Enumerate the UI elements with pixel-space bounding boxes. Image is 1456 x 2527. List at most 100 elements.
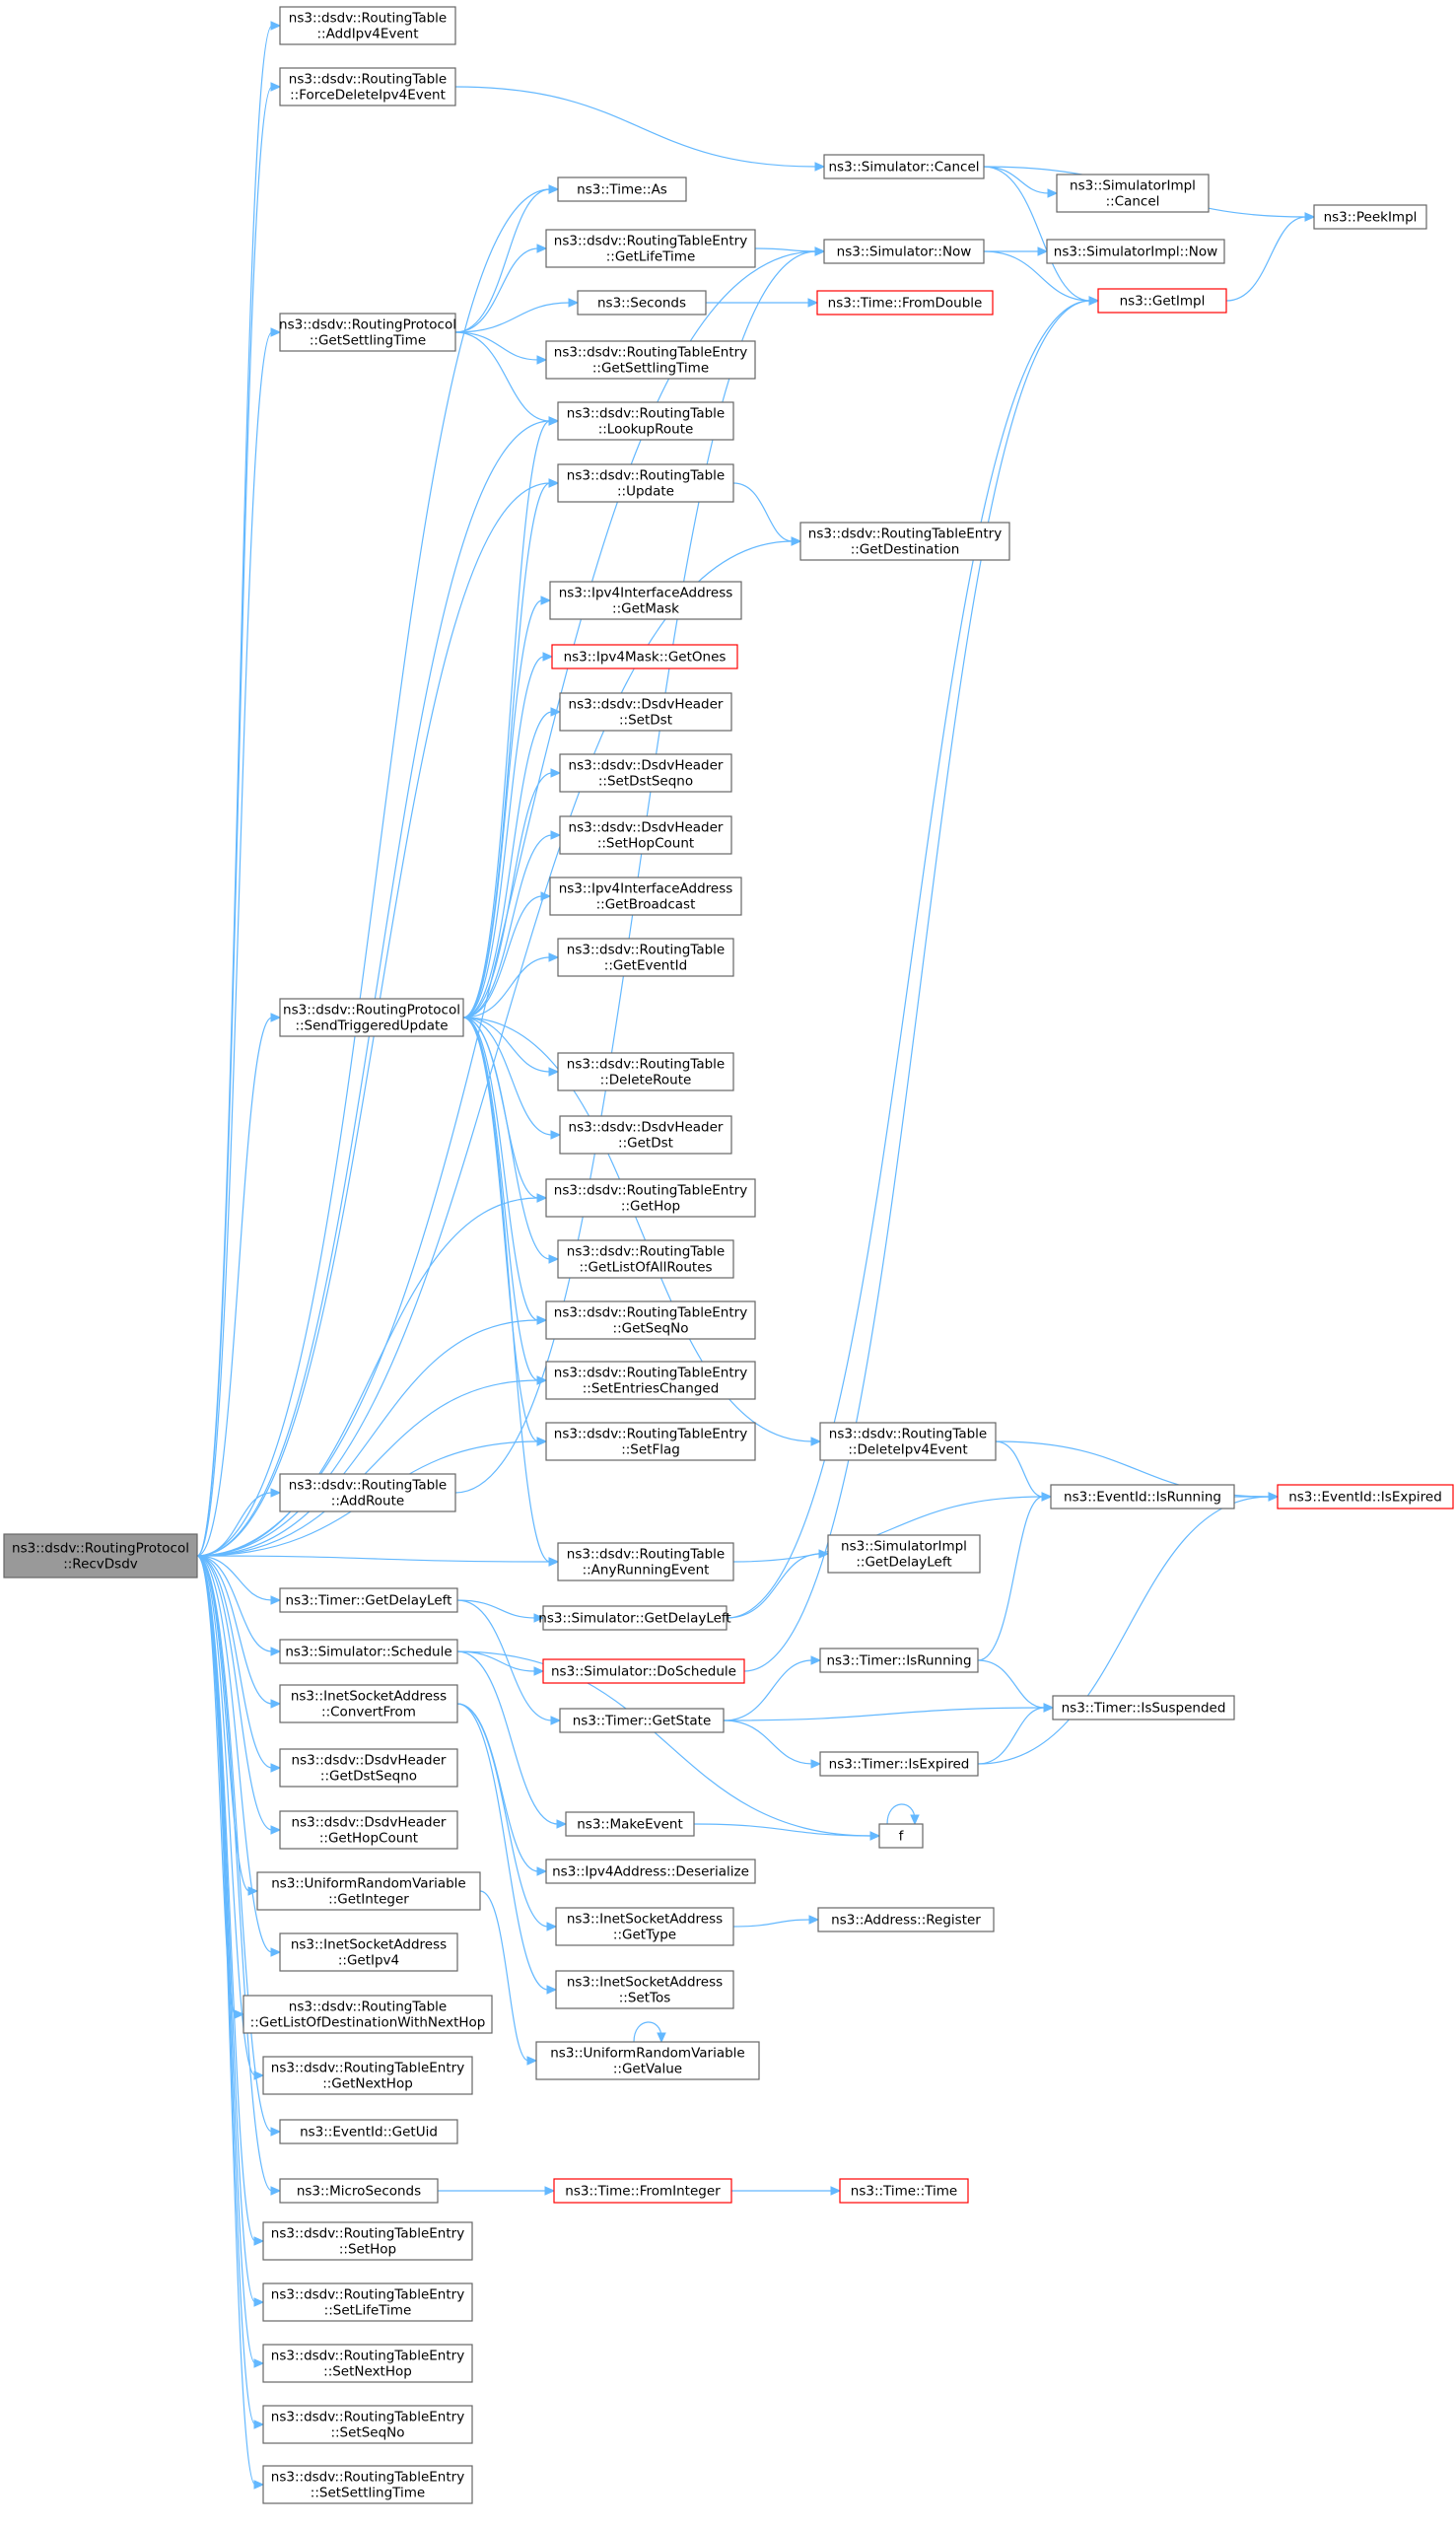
node-rte-setsettling[interactable]: ns3::dsdv::RoutingTableEntry::SetSettlin… [262, 2465, 473, 2504]
node-dh-sethopcount[interactable]: ns3::dsdv::DsdvHeader::SetHopCount [559, 815, 732, 855]
node-rte-setnexthop[interactable]: ns3::dsdv::RoutingTableEntry::SetNextHop [262, 2344, 473, 2383]
node-box [559, 815, 732, 855]
node-inet-gettype[interactable]: ns3::InetSocketAddress::GetType [555, 1907, 734, 1946]
node-rte-setseqno[interactable]: ns3::dsdv::RoutingTableEntry::SetSeqNo [262, 2405, 473, 2444]
edge-arrowhead [568, 298, 580, 308]
node-rte-getseqno[interactable]: ns3::dsdv::RoutingTableEntry::GetSeqNo [545, 1300, 756, 1340]
node-rt-lookup[interactable]: ns3::dsdv::RoutingTable::LookupRoute [557, 401, 734, 441]
node-label: ns3::Address::Register [831, 1913, 981, 1929]
node-sim-now[interactable]: ns3::Simulator::Now [823, 239, 985, 264]
call-edge-timer_getstate-to-timer_isrunning [723, 1655, 822, 1721]
edge-line [454, 331, 551, 422]
node-eid-isrunning[interactable]: ns3::EventId::IsRunning [1050, 1484, 1235, 1509]
node-rte-setentries[interactable]: ns3::dsdv::RoutingTableEntry::SetEntries… [545, 1361, 756, 1400]
node-rt-geteventid[interactable]: ns3::dsdv::RoutingTable::GetEventId [557, 938, 734, 977]
node-peekimpl[interactable]: ns3::PeekImpl [1313, 204, 1427, 230]
node-sim-cancel[interactable]: ns3::Simulator::Cancel [823, 154, 985, 179]
node-rt-update[interactable]: ns3::dsdv::RoutingTable::Update [557, 463, 734, 503]
node-box [549, 581, 742, 620]
node-dh-setdstseqno[interactable]: ns3::dsdv::DsdvHeader::SetDstSeqno [559, 753, 732, 793]
node-rt-getlistdest[interactable]: ns3::dsdv::RoutingTable::GetListOfDestin… [243, 1995, 493, 2034]
node-label: ::DeleteIpv4Event [848, 1442, 967, 1458]
node-inet-getipv4[interactable]: ns3::InetSocketAddress::GetIpv4 [279, 1932, 458, 1972]
edge-arrowhead [1088, 296, 1100, 306]
node-rt-addroute[interactable]: ns3::dsdv::RoutingTable::AddRoute [279, 1473, 456, 1512]
node-time-as[interactable]: ns3::Time::As [557, 176, 687, 202]
node-dh-getdst[interactable]: ns3::dsdv::DsdvHeader::GetDst [559, 1115, 732, 1155]
node-eid-getuid[interactable]: ns3::EventId::GetUid [279, 2119, 458, 2144]
node-box [279, 6, 456, 45]
node-box [279, 998, 464, 1037]
node-timer-isrunning[interactable]: ns3::Timer::IsRunning [819, 1648, 979, 1673]
node-rt-forcedel[interactable]: ns3::dsdv::RoutingTable::ForceDeleteIpv4… [279, 67, 456, 106]
edge-arrowhead [810, 1437, 822, 1446]
node-rte-getdest[interactable]: ns3::dsdv::RoutingTableEntry::GetDestina… [799, 522, 1010, 561]
edge-arrowhead [270, 1013, 282, 1022]
node-simimpl-cancel[interactable]: ns3::SimulatorImpl::Cancel [1056, 174, 1210, 213]
node-f[interactable]: f [878, 1823, 924, 1849]
edge-arrowhead [550, 707, 562, 717]
node-rt-deleteroute[interactable]: ns3::dsdv::RoutingTable::DeleteRoute [557, 1052, 734, 1091]
edge-arrowhead [270, 2186, 282, 2196]
node-ipv4-deser[interactable]: ns3::Ipv4Address::Deserialize [545, 1859, 756, 1884]
node-box [1050, 1484, 1235, 1509]
node-seconds[interactable]: ns3::Seconds [577, 290, 707, 316]
call-edge-microseconds-to-time_fromint [438, 2186, 556, 2196]
node-label: ::GetDst [618, 1136, 673, 1152]
node-rte-getnexthop[interactable]: ns3::dsdv::RoutingTableEntry::GetNextHop [262, 2056, 473, 2095]
edge-arrowhead [270, 1825, 282, 1835]
node-inet-convert[interactable]: ns3::InetSocketAddress::ConvertFrom [279, 1684, 458, 1723]
node-iia-getmask[interactable]: ns3::Ipv4InterfaceAddress::GetMask [549, 581, 742, 620]
node-box [256, 1871, 481, 1911]
node-getimpl[interactable]: ns3::GetImpl [1097, 288, 1227, 314]
node-rte-sethop[interactable]: ns3::dsdv::RoutingTableEntry::SetHop [262, 2221, 473, 2261]
node-rt-delipv4[interactable]: ns3::dsdv::RoutingTable::DeleteIpv4Event [819, 1422, 997, 1461]
node-label: ns3::Timer::GetDelayLeft [286, 1593, 452, 1609]
node-time-fromint[interactable]: ns3::Time::FromInteger [553, 2178, 732, 2204]
node-recvdsdv[interactable]: ns3::dsdv::RoutingProtocol::RecvDsdv [3, 1533, 198, 1579]
node-time-fromdouble[interactable]: ns3::Time::FromDouble [816, 290, 994, 316]
node-rte-gethop[interactable]: ns3::dsdv::RoutingTableEntry::GetHop [545, 1178, 756, 1218]
node-label: ns3::InetSocketAddress [291, 1937, 447, 1953]
node-sim-schedule[interactable]: ns3::Simulator::Schedule [279, 1639, 458, 1664]
node-dh-gethopcount[interactable]: ns3::dsdv::DsdvHeader::GetHopCount [279, 1810, 458, 1850]
node-sim-getdelay[interactable]: ns3::Simulator::GetDelayLeft [538, 1605, 731, 1631]
node-rte-setflag[interactable]: ns3::dsdv::RoutingTableEntry::SetFlag [545, 1422, 756, 1461]
node-box [279, 2119, 458, 2144]
edge-arrowhead [548, 1557, 560, 1567]
node-urv-getint[interactable]: ns3::UniformRandomVariable::GetInteger [256, 1871, 481, 1911]
node-time-time[interactable]: ns3::Time::Time [839, 2178, 969, 2204]
node-timer-getstate[interactable]: ns3::Timer::GetState [559, 1708, 725, 1733]
node-simimpl-now[interactable]: ns3::SimulatorImpl::Now [1046, 239, 1225, 264]
node-rp-getsettling[interactable]: ns3::dsdv::RoutingProtocol::GetSettlingT… [279, 313, 456, 352]
node-dh-getdstseqno[interactable]: ns3::dsdv::DsdvHeader::GetDstSeqno [279, 1748, 458, 1788]
node-urv-getvalue[interactable]: ns3::UniformRandomVariable::GetValue [535, 2041, 760, 2080]
node-dh-setdst[interactable]: ns3::dsdv::DsdvHeader::SetDst [559, 692, 732, 732]
node-iia-getbcast[interactable]: ns3::Ipv4InterfaceAddress::GetBroadcast [549, 877, 742, 916]
node-rte-getsettling[interactable]: ns3::dsdv::RoutingTableEntry::GetSettlin… [545, 340, 756, 380]
call-edge-rp_sendtrig-to-rte_setentries [462, 1017, 548, 1385]
node-sim-doschedule[interactable]: ns3::Simulator::DoSchedule [542, 1658, 745, 1684]
node-inet-settos[interactable]: ns3::InetSocketAddress::SetTos [555, 1970, 734, 2009]
node-rt-addipv4[interactable]: ns3::dsdv::RoutingTable::AddIpv4Event [279, 6, 456, 45]
node-rte-setlifetime[interactable]: ns3::dsdv::RoutingTableEntry::SetLifeTim… [262, 2282, 473, 2322]
node-rt-getlistall[interactable]: ns3::dsdv::RoutingTable::GetListOfAllRou… [557, 1239, 734, 1279]
edge-line [196, 1555, 273, 1769]
edge-line [479, 1890, 529, 2062]
node-mask-getones[interactable]: ns3::Ipv4Mask::GetOnes [551, 644, 738, 669]
node-rte-getlifetime[interactable]: ns3::dsdv::RoutingTableEntry::GetLifeTim… [545, 229, 756, 268]
node-sim-impl-getdelay[interactable]: ns3::SimulatorImpl::GetDelayLeft [827, 1534, 981, 1574]
node-addr-register[interactable]: ns3::Address::Register [817, 1907, 995, 1932]
node-box [279, 1639, 458, 1664]
node-box [799, 522, 1010, 561]
node-microseconds[interactable]: ns3::MicroSeconds [279, 2178, 439, 2204]
node-timer-isexpired[interactable]: ns3::Timer::IsExpired [819, 1751, 979, 1777]
node-rp-sendtrig[interactable]: ns3::dsdv::RoutingProtocol::SendTriggere… [279, 998, 464, 1037]
node-makeevent[interactable]: ns3::MakeEvent [565, 1811, 695, 1837]
node-timer-getdelay[interactable]: ns3::Timer::GetDelayLeft [279, 1587, 458, 1613]
node-rt-anyrunning[interactable]: ns3::dsdv::RoutingTable::AnyRunningEvent [557, 1542, 734, 1581]
node-eid-isexpired[interactable]: ns3::EventId::IsExpired [1277, 1484, 1454, 1509]
node-timer-issuspended[interactable]: ns3::Timer::IsSuspended [1052, 1695, 1235, 1720]
node-box [1052, 1695, 1235, 1720]
edge-arrowhead [270, 327, 282, 337]
